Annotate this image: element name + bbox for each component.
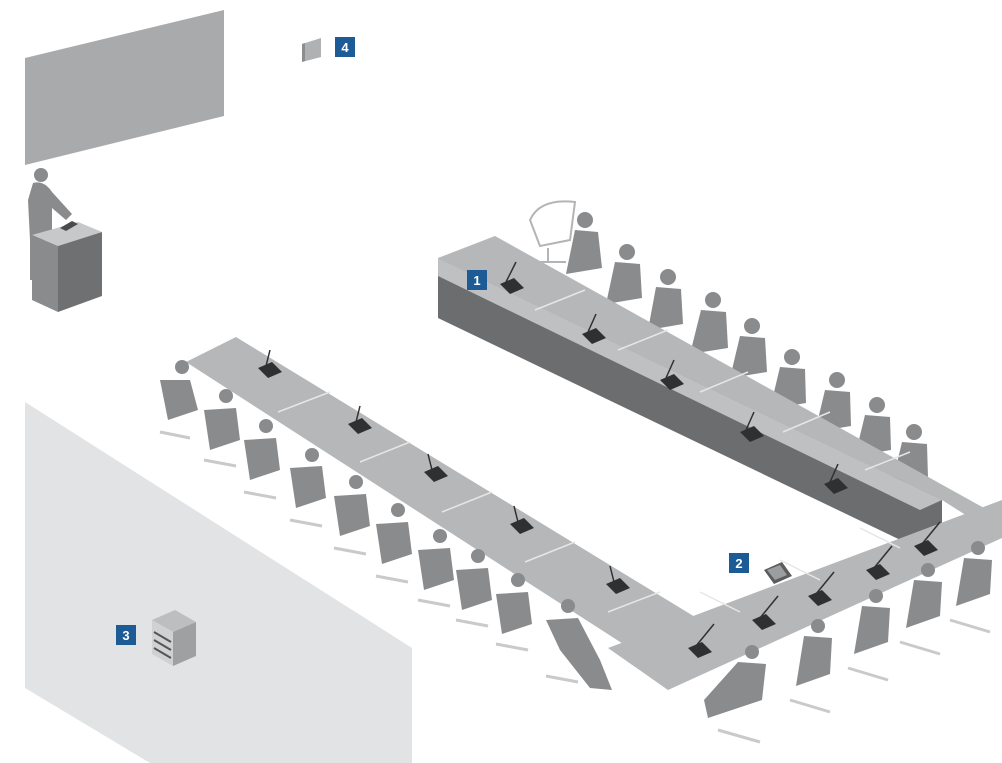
delegate-unit-icon: [348, 405, 372, 434]
delegate-unit-icon: [258, 349, 282, 378]
seated-person-icon: [159, 360, 198, 440]
seated-person-icon: [789, 619, 832, 714]
callout-3: 3: [116, 625, 136, 645]
projection-screen: [25, 10, 224, 165]
seated-person-icon: [899, 563, 942, 656]
delegate-unit-icon: [752, 595, 779, 630]
callout-1-label: 1: [473, 273, 480, 288]
seated-person-icon: [289, 448, 326, 528]
callout-3-label: 3: [122, 628, 129, 643]
callout-1: 1: [467, 270, 487, 290]
seated-person-icon: [648, 269, 683, 330]
delegate-unit-icon: [914, 521, 941, 556]
delegate-units-front: [258, 349, 941, 658]
equipment-rack-icon: [152, 610, 196, 666]
seated-person-icon: [243, 419, 280, 500]
delegate-unit-icon: [510, 505, 534, 534]
seated-person-icon: [566, 212, 602, 274]
front-row-seats: [704, 541, 992, 744]
seated-person-icon: [949, 541, 992, 634]
seated-person-icon: [455, 549, 492, 628]
delegate-unit-icon: [824, 463, 848, 494]
callout-4-label: 4: [341, 40, 349, 55]
right-table: [438, 236, 1002, 560]
delegate-unit-icon: [606, 565, 630, 594]
side-wall: [25, 402, 412, 763]
seated-person-icon: [333, 475, 370, 556]
delegate-unit-icon: [688, 623, 715, 658]
delegate-unit-icon: [582, 313, 606, 344]
seated-person-icon: [203, 389, 240, 468]
wall-speaker-icon: [302, 38, 321, 62]
delegate-unit-icon: [740, 411, 764, 442]
delegate-unit-icon: [660, 359, 684, 390]
seated-person-icon: [847, 589, 890, 682]
left-row-seats: [159, 360, 612, 690]
delegate-unit-icon: [424, 453, 448, 482]
touch-panel-icon: [764, 562, 792, 584]
front-table: [186, 337, 1002, 690]
callout-2-label: 2: [735, 556, 742, 571]
lectern-icon: [32, 221, 102, 312]
seated-person-icon: [375, 503, 412, 584]
delegate-unit-icon: [866, 545, 893, 580]
seated-person-icon: [545, 599, 612, 690]
seated-person-icon: [690, 292, 728, 354]
seated-person-icon: [730, 318, 767, 378]
seated-person-icon: [704, 645, 766, 744]
delegate-unit-icon: [500, 261, 524, 294]
callout-2: 2: [729, 553, 749, 573]
seated-person-icon: [495, 573, 532, 652]
callout-4: 4: [335, 37, 355, 57]
seated-person-icon: [606, 244, 642, 304]
delegate-units-right: [500, 261, 848, 494]
delegate-unit-icon: [808, 571, 835, 606]
empty-chair-icon: [528, 200, 577, 263]
seated-person-icon: [417, 529, 454, 608]
